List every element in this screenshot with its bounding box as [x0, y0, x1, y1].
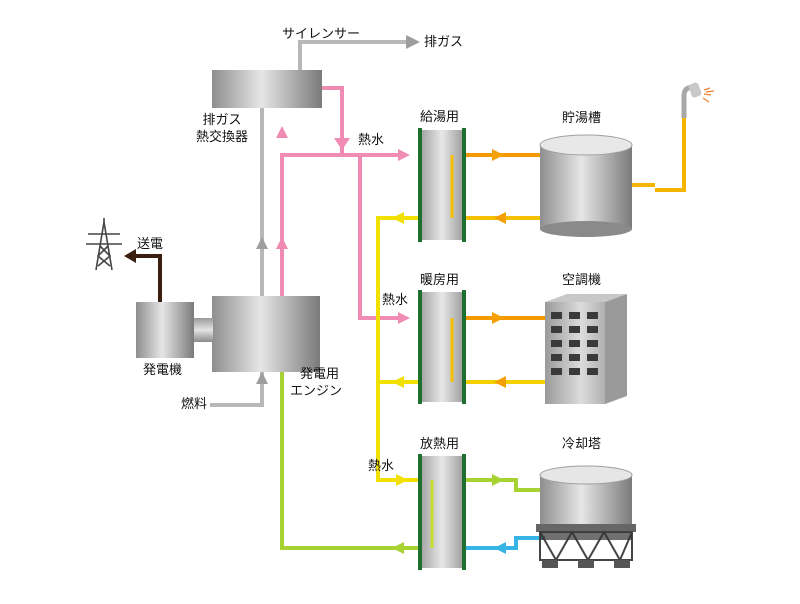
- hot-water-tank: [539, 134, 633, 237]
- power-transmission-label: 送電: [137, 237, 164, 252]
- hx-supply: [418, 128, 466, 242]
- exhaust-heat-exchanger: [212, 70, 322, 108]
- power-output-arrow: [124, 249, 162, 302]
- cooling-tower-label: 冷却塔: [562, 437, 602, 452]
- air-conditioner-building: [545, 294, 627, 404]
- exhaust-hx-label-line2: 熱交換器: [195, 130, 248, 145]
- hx-supply-label: 給湯用: [420, 110, 460, 125]
- fuel-label: 燃料: [181, 397, 208, 412]
- tank-loop-arrows: [492, 149, 506, 224]
- hot-water-tank-label: 貯湯槽: [562, 111, 602, 126]
- hx-heating-label: 暖房用: [420, 273, 460, 288]
- hot-water-lines: [280, 86, 402, 320]
- engine-label-line2: エンジン: [290, 384, 343, 399]
- exhaust-gas-label: 排ガス: [424, 35, 464, 50]
- coolant-arrows: [392, 542, 404, 554]
- engine: [212, 296, 320, 372]
- hx-radiator: [418, 454, 466, 570]
- hot-water-label-3: 熱水: [368, 459, 395, 474]
- silencer-label: サイレンサー: [282, 27, 361, 42]
- hot-water-label-2: 熱水: [382, 293, 409, 308]
- engine-label-line1: 発電用: [300, 367, 340, 382]
- hx-radiator-label: 放熱用: [420, 437, 460, 452]
- hx-internal-flow: [430, 155, 454, 548]
- coolant-lines: [280, 372, 418, 550]
- exhaust-arrows: [256, 35, 420, 384]
- exhaust-hx-label-line1: 排ガス: [202, 113, 242, 128]
- hot-water-label-1: 熱水: [358, 133, 385, 148]
- generator: [136, 302, 194, 358]
- hot-water-arrows: [276, 126, 410, 324]
- hx-heating: [418, 290, 466, 404]
- drive-shaft: [193, 318, 213, 342]
- air-conditioner-label: 空調機: [562, 273, 602, 288]
- heating-loop-arrows: [492, 312, 506, 388]
- cooling-loop-arrows: [492, 474, 506, 554]
- shower-head-icon: [681, 82, 715, 118]
- generator-label: 発電機: [143, 363, 183, 378]
- return-water-arrows: [392, 212, 408, 486]
- cooling-tower: [536, 465, 636, 568]
- return-water-lines: [376, 216, 418, 482]
- power-pylon-icon: [86, 218, 122, 271]
- building-windows: [551, 312, 598, 375]
